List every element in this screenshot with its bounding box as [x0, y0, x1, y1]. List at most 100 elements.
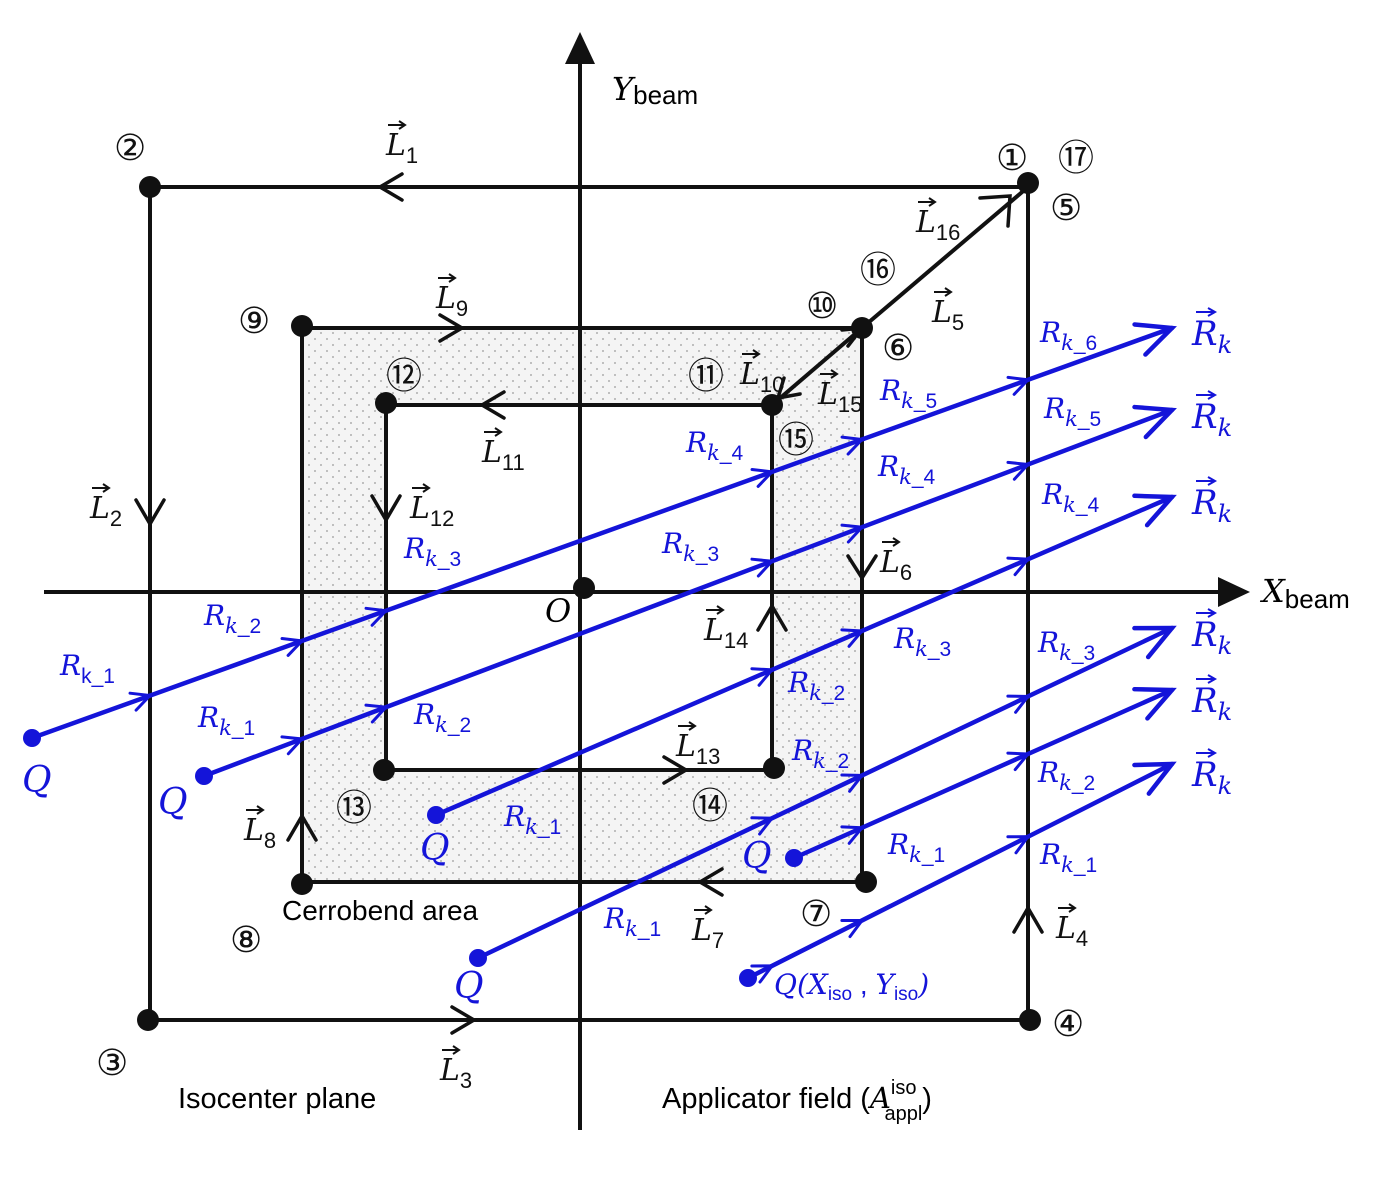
vector-label-l2: L2: [89, 483, 122, 531]
svg-text:L14: L14: [703, 613, 748, 653]
vertex-7: ⑦: [800, 894, 832, 935]
vertex-labels: ① ⑰ ⑤ ② ③ ④ ⑨ ⑩ ⑯ ⑥ ⑪ ⑫ ⑮ ⑬ ⑭ ⑦ ⑧: [96, 128, 1094, 1084]
svg-text:Rk_3: Rk_3: [893, 622, 951, 661]
vertex-13: ⑬: [336, 788, 372, 829]
vertex-4: ④: [1052, 1004, 1084, 1045]
y-axis-arrowhead: [565, 32, 595, 64]
ray-6: [739, 761, 1177, 987]
vertex-1: ①: [996, 138, 1028, 179]
svg-text:Rk: Rk: [1191, 397, 1232, 442]
ray-2: [195, 404, 1177, 785]
vector-label-l15: L15: [817, 369, 862, 417]
svg-text:Rk_4: Rk_4: [685, 426, 744, 465]
svg-text:L10: L10: [739, 357, 784, 397]
svg-text:L1: L1: [385, 128, 418, 168]
vertex-14: ⑭: [692, 786, 728, 827]
vector-label-l7: L7: [691, 905, 724, 953]
svg-text:L2: L2: [89, 491, 122, 531]
y-axis-label: Ybeam: [612, 70, 698, 110]
ray-1: [23, 322, 1177, 747]
ray-3: [427, 493, 1177, 824]
svg-text:Rk_1: Rk_1: [1039, 838, 1097, 877]
vector-label-l10: L10: [739, 349, 784, 397]
vector-label-l1: L1: [385, 120, 418, 168]
svg-text:Rk: Rk: [1191, 483, 1232, 528]
source-point-label: Q: [742, 836, 772, 877]
ray-segment-label: Rk_2: [413, 698, 471, 737]
svg-text:Rk_1: Rk_1: [887, 828, 945, 867]
ray-segment-label: Rk_1: [59, 649, 115, 688]
direction-vector-label: Rk: [1191, 748, 1232, 800]
vertex-6: ⑥: [882, 328, 914, 369]
svg-text:Rk_2: Rk_2: [1037, 756, 1095, 795]
vertex-5: ⑤: [1050, 188, 1082, 229]
vertex-8: ⑧: [230, 920, 262, 961]
svg-text:L9: L9: [435, 281, 468, 321]
vertex-2: ②: [114, 128, 146, 169]
ray-segment-label: Rk_2: [203, 599, 261, 638]
vertex-10: ⑩: [806, 286, 838, 327]
x-axis-label: Xbeam: [1259, 572, 1350, 614]
ray-segment-label: Rk_1: [503, 800, 561, 839]
cerrobend-area-caption: Cerrobend area: [282, 895, 479, 926]
ray-segment-label: Rk_1: [603, 902, 661, 941]
ray-segment-label: Rk_3: [1037, 626, 1095, 665]
svg-text:Rk: Rk: [1191, 615, 1232, 660]
svg-text:L5: L5: [931, 295, 964, 335]
svg-text:Rk_3: Rk_3: [1037, 626, 1095, 665]
vector-label-l6: L6: [879, 537, 912, 585]
svg-text:Rk_2: Rk_2: [413, 698, 471, 737]
ray-segment-label: Rk_5: [1043, 392, 1101, 431]
ray-group: [23, 322, 1177, 987]
vector-label-l13: L13: [675, 721, 720, 769]
vertex-15: ⑮: [778, 420, 814, 461]
direction-vector-label: Rk: [1191, 476, 1232, 528]
svg-text:L12: L12: [409, 491, 454, 531]
vector-label-l12: L12: [409, 483, 454, 531]
vertex-dots: [137, 172, 1041, 1031]
ray-4: [469, 625, 1177, 967]
source-iso-label: Q(Xiso , Yiso): [774, 968, 929, 1005]
ray-segment-label: Rk_3: [661, 527, 719, 566]
svg-text:Rk_1: Rk_1: [503, 800, 561, 839]
ray-segment-label: Rk_2: [1037, 756, 1095, 795]
svg-text:L8: L8: [243, 813, 276, 853]
svg-text:L11: L11: [481, 435, 525, 475]
svg-text:Rk_1: Rk_1: [59, 649, 115, 688]
source-point-label: Q: [420, 828, 450, 869]
svg-text:Rk_4: Rk_4: [877, 450, 936, 489]
svg-text:Rk: Rk: [1191, 681, 1232, 726]
ray-segment-label: Rk_1: [197, 701, 255, 740]
ray-segment-label: Rk_1: [1039, 838, 1097, 877]
svg-text:Rk_3: Rk_3: [403, 532, 461, 571]
vector-label-l14: L14: [703, 605, 748, 653]
direction-vector-label: Rk: [1191, 608, 1232, 660]
vertex-17: ⑰: [1058, 138, 1094, 179]
vector-label-l3: L3: [439, 1045, 472, 1093]
svg-text:L4: L4: [1055, 911, 1088, 951]
ray-segment-label: Rk_6: [1039, 316, 1097, 355]
svg-text:Rk_5: Rk_5: [1043, 392, 1101, 431]
vector-label-l5: L5: [931, 287, 964, 335]
vertex-9: ⑨: [238, 301, 270, 342]
svg-text:Rk_2: Rk_2: [791, 734, 849, 773]
svg-text:L15: L15: [817, 377, 862, 417]
vector-label-l16: L16: [915, 197, 960, 245]
vector-label-l11: L11: [481, 427, 525, 475]
source-point-label: Q: [22, 760, 52, 801]
ray-5: [785, 686, 1177, 867]
ray-segment-label: Rk_5: [879, 374, 937, 413]
vertex-12: ⑫: [386, 356, 422, 397]
svg-text:Rk_5: Rk_5: [879, 374, 937, 413]
svg-text:L7: L7: [691, 913, 724, 953]
svg-text:L16: L16: [915, 205, 960, 245]
ray-segment-label: Rk_3: [403, 532, 461, 571]
isocenter-plane-caption: Isocenter plane: [178, 1083, 376, 1115]
svg-text:Rk_3: Rk_3: [661, 527, 719, 566]
svg-text:Rk_1: Rk_1: [603, 902, 661, 941]
